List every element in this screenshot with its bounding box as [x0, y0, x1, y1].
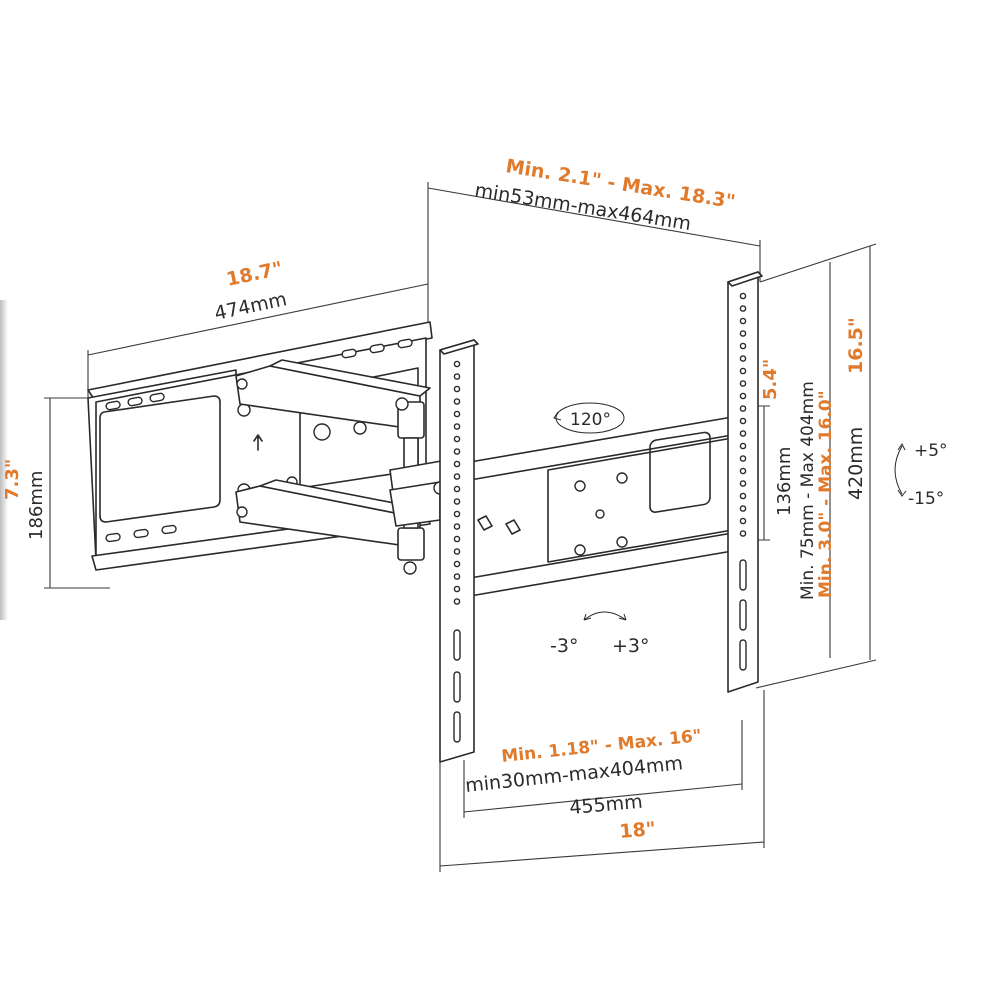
label-right-black-420: 420mm	[845, 427, 867, 500]
rail-hole	[453, 360, 461, 368]
label-left-top-orange: 18.7"	[224, 258, 284, 291]
angle-arrows	[553, 402, 907, 621]
label-right-black-vesa-v: Min. 75mm - Max 404mm	[798, 381, 818, 600]
rail-hole	[739, 305, 747, 312]
rail-hole	[739, 505, 747, 512]
label-swivel: 120°	[570, 410, 611, 430]
rail-hole	[739, 405, 747, 412]
rail-hole	[453, 510, 461, 518]
label-left-top-black: 474mm	[212, 288, 288, 325]
rail-hole	[739, 317, 747, 325]
rail-hole	[739, 467, 747, 475]
rail-hole	[739, 517, 747, 525]
rail-hole	[739, 342, 747, 350]
page-edge-shadow	[0, 300, 8, 620]
rail-hole	[453, 423, 461, 430]
rail-hole	[453, 410, 461, 418]
rail-hole	[453, 523, 461, 530]
rail-hole	[739, 480, 747, 487]
rail-hole	[453, 460, 461, 468]
label-bottom-orange-18: 18"	[619, 818, 657, 843]
label-right-orange-vesa-v: Min. 3.0" - Max. 16.0"	[816, 390, 836, 598]
rail-slot	[453, 671, 461, 703]
tv-bracket	[439, 271, 763, 763]
rail-hole	[453, 535, 461, 543]
rail-hole	[739, 330, 747, 337]
rail-hole	[739, 442, 747, 450]
rail-holes	[453, 292, 747, 743]
rail-hole	[453, 435, 461, 443]
label-bottom-black-455: 455mm	[569, 791, 644, 819]
label-tilt-up: +5°	[914, 441, 948, 461]
rail-hole	[453, 573, 461, 580]
label-tilt-down: -15°	[908, 489, 944, 509]
rail-hole	[453, 385, 461, 393]
rail-hole	[739, 355, 747, 362]
rail-slot	[739, 599, 747, 631]
rail-hole	[739, 292, 747, 300]
label-rot-minus: -3°	[550, 635, 578, 657]
rail-hole	[453, 448, 461, 455]
label-right-black-136: 136mm	[774, 447, 795, 516]
rail-hole	[453, 373, 461, 380]
rail-hole	[739, 492, 747, 500]
label-left-side-orange: 7.3"	[2, 459, 23, 500]
label-rot-plus: +3°	[612, 635, 650, 657]
rail-hole	[453, 473, 461, 480]
rail-slot	[739, 559, 747, 591]
rail-hole	[453, 560, 461, 568]
rail-hole	[453, 548, 461, 555]
rail-hole	[453, 598, 461, 605]
rail-hole	[739, 430, 747, 437]
rail-slot	[453, 629, 461, 661]
rail-slot	[453, 711, 461, 743]
rail-hole	[453, 585, 461, 593]
rail-hole	[739, 380, 747, 387]
rail-hole	[739, 417, 747, 425]
rail-hole	[739, 392, 747, 400]
rail-hole	[739, 367, 747, 375]
rail-slot	[739, 639, 747, 671]
rail-hole	[453, 485, 461, 493]
label-right-orange-5-4: 5.4"	[760, 359, 781, 400]
rail-hole	[453, 398, 461, 405]
rail-hole	[739, 455, 747, 462]
rail-hole	[453, 498, 461, 505]
rail-hole	[739, 530, 747, 537]
label-right-orange-16-5: 16.5"	[845, 317, 867, 374]
label-left-side-black: 186mm	[26, 471, 47, 540]
